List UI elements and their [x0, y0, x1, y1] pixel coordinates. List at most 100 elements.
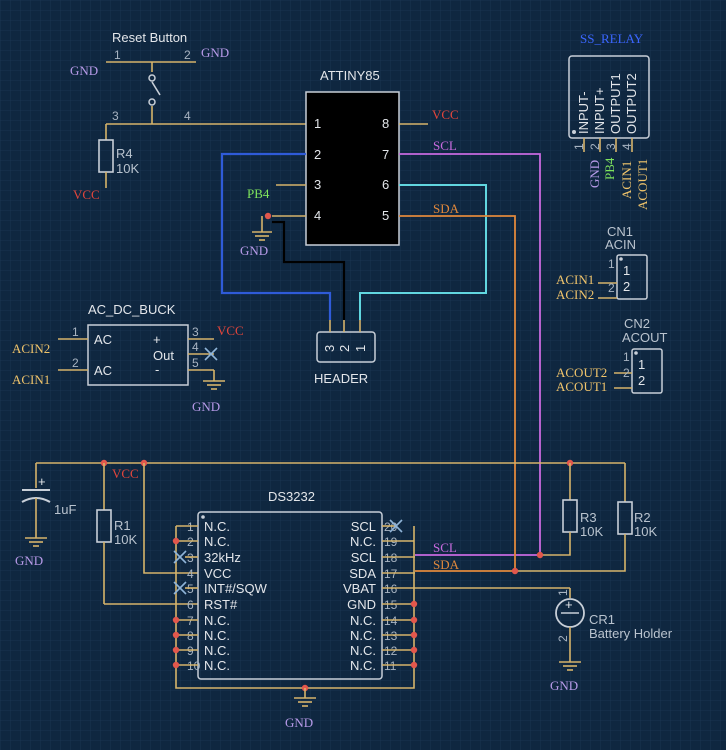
buck-net-acin2: ACIN2	[12, 341, 50, 356]
relay-net-acout1: ACOUT1	[635, 159, 650, 210]
r4-ref: R4	[116, 146, 133, 161]
relay-pin-output1: OUTPUT1	[608, 73, 623, 134]
cn2-pin2-in: 2	[638, 373, 645, 388]
ds-left-pin-number: 9	[187, 644, 194, 658]
attiny-vcc-label: VCC	[432, 107, 459, 122]
reset-pin4: 4	[184, 109, 191, 123]
buck-pin2: 2	[72, 356, 79, 370]
r4-resistor[interactable]: R4 10K VCC	[73, 124, 139, 202]
ds-right-pin-number: 16	[384, 582, 398, 596]
cn2-connector[interactable]: CN2 ACOUT 1 2 1 2 ACOUT2 ACOUT1	[556, 316, 668, 394]
header-pin3: 3	[322, 345, 337, 352]
ds-left-pin-number: 1	[187, 520, 194, 534]
relay-pin-input-plus: INPUT+	[592, 87, 607, 134]
attiny-pin5: 5	[382, 208, 389, 223]
buck-pin4: 4	[192, 340, 199, 354]
buck-ac2: AC	[94, 363, 112, 378]
ds-left-pin-label: RST#	[204, 597, 238, 612]
ds-left-pin-label: N.C.	[204, 613, 230, 628]
cr1-value: Battery Holder	[589, 626, 673, 641]
sda-wire	[399, 215, 516, 572]
ds-left-pin-number: 7	[187, 614, 194, 628]
ds-left-pin-label: VCC	[204, 566, 231, 581]
capacitor-1uf[interactable]: + 1uF GND	[15, 463, 76, 568]
header-wire-cyan	[359, 184, 487, 320]
r4-value: 10K	[116, 161, 139, 176]
cn1-net1: ACIN1	[556, 272, 594, 287]
ds-left-pin-label: INT#/SQW	[204, 581, 268, 596]
attiny-pin4: 4	[314, 208, 321, 223]
ac-dc-buck[interactable]: AC_DC_BUCK AC AC + Out - 1 2 3 4 5 VCC A…	[12, 302, 244, 414]
attiny85-chip[interactable]: ATTINY85 1 2 3 4 8 7 6 5	[305, 68, 400, 246]
attiny-pin3: 3	[314, 177, 321, 192]
reset-button-title: Reset Button	[112, 30, 187, 45]
ds-gnd-label: GND	[285, 715, 313, 730]
cap-value: 1uF	[54, 502, 76, 517]
header-connector[interactable]: 3 2 1 HEADER	[314, 320, 376, 386]
ds-sda-label: SDA	[433, 557, 460, 572]
relay-pin-input-minus: INPUT-	[576, 91, 591, 134]
r3-value: 10K	[580, 524, 603, 539]
header-pin2: 2	[337, 345, 352, 352]
cn1-value: ACIN	[605, 237, 636, 252]
ds-right-pin-number: 14	[384, 614, 398, 628]
r1-resistor[interactable]: R1 10K	[96, 463, 198, 605]
reset-gnd-left-label: GND	[70, 63, 98, 78]
relay-num4: 4	[620, 143, 634, 150]
cn1-pin1-in: 1	[623, 263, 630, 278]
ds-left-pin-label: N.C.	[204, 643, 230, 658]
buck-pin3: 3	[192, 325, 199, 339]
cn1-net2: ACIN2	[556, 287, 594, 302]
ds-left-pin-label: 32kHz	[204, 550, 241, 565]
ds-left-pin-number: 2	[187, 535, 194, 549]
ds3232-chip[interactable]: DS3232 N.C.1N.C.232kHz3VCC4INT#/SQW5RST#…	[187, 489, 398, 680]
buck-pin5: 5	[192, 356, 199, 370]
reset-button-symbol[interactable]: Reset Button 1 2 3 4 GND GND	[70, 30, 229, 125]
r4-vcc-label: VCC	[73, 187, 100, 202]
ds-right-pin-number: 11	[384, 659, 397, 673]
cn1-num1: 1	[608, 257, 615, 271]
buck-gnd-label: GND	[192, 399, 220, 414]
reset-pin2: 2	[184, 48, 191, 62]
ds-right-pin-label: N.C.	[350, 613, 376, 628]
buck-pin1: 1	[72, 325, 79, 339]
cn1-connector[interactable]: CN1 ACIN 1 2 1 2 ACIN1 ACIN2	[556, 224, 648, 302]
attiny-pb4-label: PB4	[247, 186, 270, 201]
r1-value: 10K	[114, 532, 137, 547]
relay-net-gnd: GND	[587, 160, 602, 188]
buck-plus: +	[153, 332, 161, 347]
ds-left-pin-label: N.C.	[204, 628, 230, 643]
ds-right-pin-label: N.C.	[350, 628, 376, 643]
ds-scl-label: SCL	[433, 540, 457, 555]
ss-relay[interactable]: SS_RELAY INPUT- INPUT+ OUTPUT1 OUTPUT2 1…	[568, 31, 650, 210]
relay-num3: 3	[604, 143, 618, 150]
relay-net-acin1: ACIN1	[619, 161, 634, 199]
ds-right-pin-label: SDA	[349, 566, 376, 581]
cap-gnd-label: GND	[15, 553, 43, 568]
ds-left-pin-label: N.C.	[204, 534, 230, 549]
ds-right-pin-label: GND	[347, 597, 376, 612]
attiny-pin6: 6	[382, 177, 389, 192]
ds-right-pin-number: 12	[384, 644, 398, 658]
attiny-pin8: 8	[382, 116, 389, 131]
attiny-sda-label: SDA	[433, 201, 460, 216]
reset-gnd-right-label: GND	[201, 45, 229, 60]
cr1-pin2: 2	[556, 635, 570, 642]
buck-minus: -	[155, 362, 159, 377]
cn2-ref: CN2	[624, 316, 650, 331]
cr1-battery-holder[interactable]: + 1 2 CR1 Battery Holder GND	[550, 588, 673, 693]
reset-pin3: 3	[112, 109, 119, 123]
r2-resistor[interactable]: R2 10K	[511, 463, 658, 575]
ds3232-name: DS3232	[268, 489, 315, 504]
ds-right-pin-label: SCL	[351, 550, 376, 565]
ds-right-pin-label: N.C.	[350, 658, 376, 673]
cn2-value: ACOUT	[622, 330, 668, 345]
cn2-num1: 1	[623, 350, 630, 364]
r3-resistor[interactable]: R3 10K	[536, 463, 604, 559]
ds-right-pin-number: 19	[384, 535, 398, 549]
reset-pin1: 1	[114, 48, 121, 62]
buck-net-acin1: ACIN1	[12, 372, 50, 387]
ds-left-pin-number: 8	[187, 629, 194, 643]
attiny85-name: ATTINY85	[320, 68, 380, 83]
